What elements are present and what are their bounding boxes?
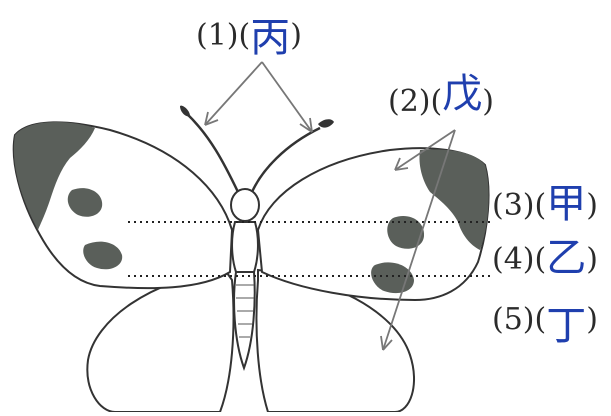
label-3-close: ) — [586, 188, 598, 223]
left-wing-spot-2 — [83, 241, 123, 270]
thorax — [231, 221, 259, 273]
arrows-label-2 — [380, 129, 456, 351]
right-wing-tip-spot — [419, 149, 489, 250]
left-wing-tip-spot — [13, 122, 95, 230]
label-5-close: ) — [586, 302, 598, 337]
label-5-number: (5)( — [492, 302, 547, 337]
left-hind-wing — [86, 268, 235, 413]
label-5-answer: 丁 — [546, 303, 587, 349]
right-antenna-club — [318, 119, 334, 128]
label-2: (2)(戊) — [388, 74, 494, 119]
arrows-label-1 — [204, 61, 313, 133]
label-1-number: (1)( — [196, 18, 251, 53]
label-1-answer: 丙 — [250, 15, 291, 61]
label-2-close: ) — [482, 84, 494, 119]
right-wing-spot-1 — [387, 216, 425, 249]
label-4: (4)(乙) — [492, 236, 598, 278]
abdomen — [233, 271, 256, 371]
abdomen-segments — [236, 284, 254, 338]
label-5: (5)(丁) — [492, 296, 598, 347]
head — [230, 188, 260, 222]
label-2-answer: 戊 — [442, 71, 483, 117]
label-4-number: (4)( — [492, 242, 547, 277]
label-3: (3)(甲) — [492, 182, 598, 224]
label-3-answer: 甲 — [546, 181, 587, 227]
left-antenna — [184, 111, 240, 193]
label-3-number: (3)( — [492, 188, 547, 223]
label-1: (1)(丙) — [196, 12, 302, 58]
right-antenna — [250, 126, 321, 193]
left-antenna-club — [180, 105, 190, 117]
label-1-close: ) — [290, 18, 302, 53]
label-2-number: (2)( — [388, 84, 443, 119]
left-wing-spot-1 — [67, 188, 103, 217]
label-4-answer: 乙 — [546, 235, 587, 281]
label-4-close: ) — [586, 242, 598, 277]
left-forewing — [12, 121, 234, 290]
